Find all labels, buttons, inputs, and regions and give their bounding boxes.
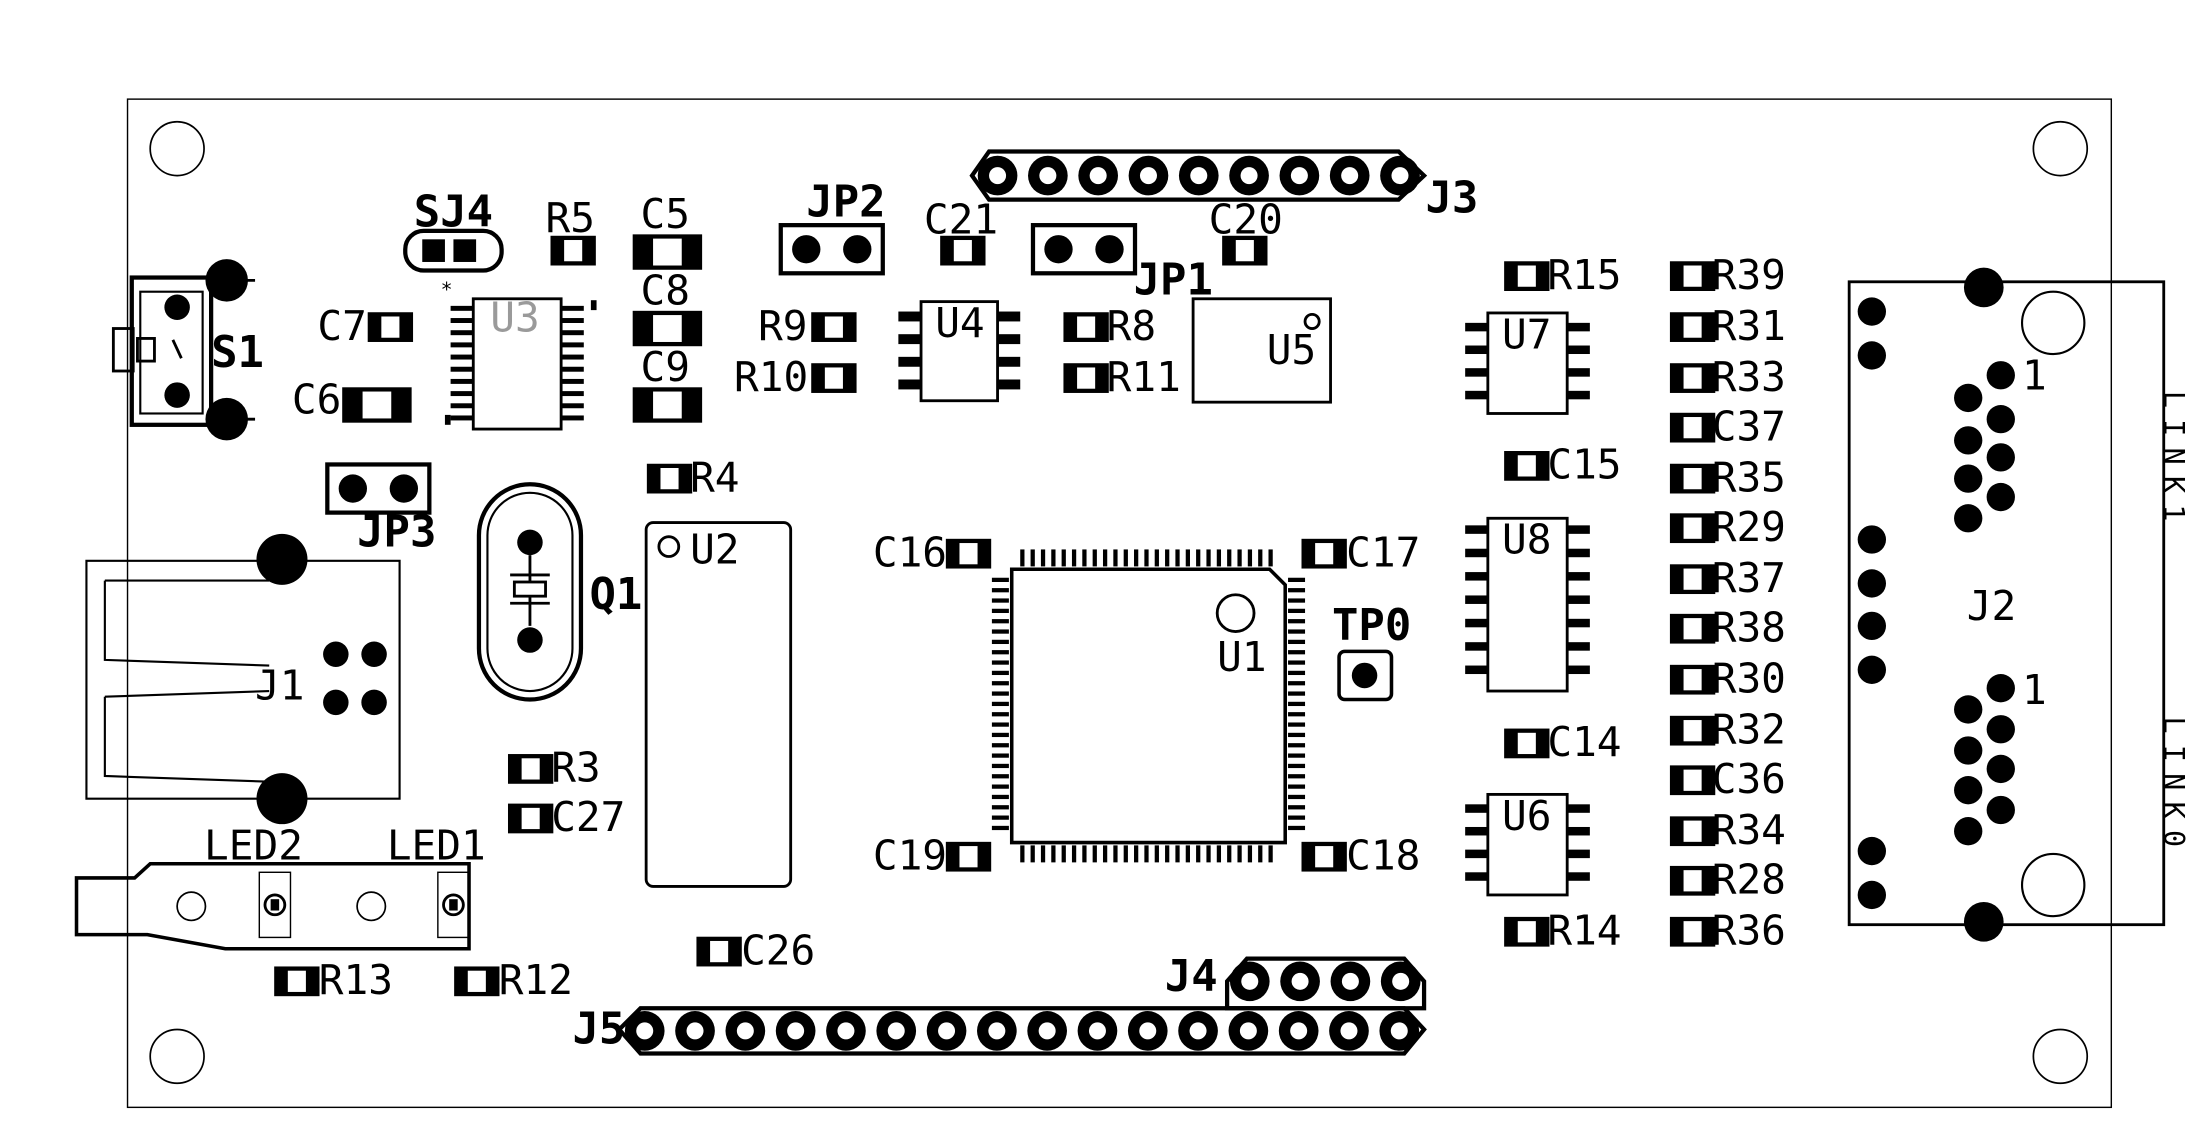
label-u3: U3: [490, 293, 539, 341]
j4-header: [1224, 956, 1427, 1011]
label-c5: C5: [640, 190, 689, 238]
label-u6: U6: [1502, 792, 1551, 840]
label-r10: R10: [734, 353, 808, 401]
s1-switch: [111, 259, 256, 441]
label-led2: LED2: [204, 822, 303, 870]
label-u2: U2: [690, 526, 739, 574]
label-led1: LED1: [387, 822, 486, 870]
label-r34: R34: [1712, 806, 1786, 854]
label-r28: R28: [1712, 856, 1786, 904]
mounting-hole-tr: [2032, 120, 2089, 177]
label-r9: R9: [758, 302, 807, 350]
label-c20: C20: [1209, 196, 1283, 244]
label-jp1: JP1: [1134, 255, 1213, 306]
label-link0: LINK0: [2157, 717, 2190, 859]
label-r14: R14: [1547, 907, 1621, 955]
j2-connector: [1847, 267, 2166, 942]
mounting-hole-bl: [149, 1028, 205, 1085]
label-r12: R12: [499, 956, 573, 1004]
label-j2: J2: [1967, 582, 2016, 630]
label-r5: R5: [546, 194, 595, 242]
sj4-jumper: *: [403, 228, 504, 301]
label-c26: C26: [741, 926, 815, 974]
label-c8: C8: [640, 266, 689, 314]
mounting-hole-br: [2032, 1028, 2089, 1085]
jp2-jumper: [778, 223, 885, 276]
label-r13: R13: [319, 956, 393, 1004]
j1-usb-connector: [85, 533, 401, 825]
label-c7: C7: [317, 302, 366, 350]
label-s1: S1: [211, 327, 264, 378]
label-q1: Q1: [589, 569, 642, 620]
label-u8: U8: [1502, 516, 1551, 564]
u2-module: [644, 521, 793, 888]
label-r11: R11: [1107, 353, 1181, 401]
label-j4: J4: [1165, 951, 1218, 1002]
jp3-jumper: [325, 462, 432, 515]
label-c18: C18: [1346, 831, 1420, 879]
u7-chip: [1465, 311, 1590, 415]
label-r38: R38: [1712, 603, 1786, 651]
label-c17: C17: [1346, 528, 1420, 576]
label-j2-pin1-a: 1: [2022, 351, 2047, 399]
label-c37: C37: [1712, 402, 1786, 450]
label-sj4: SJ4: [414, 187, 493, 238]
label-c21: C21: [924, 196, 998, 244]
mounting-hole-tl: [149, 120, 205, 177]
label-r35: R35: [1712, 453, 1786, 501]
q1-crystal: [476, 482, 584, 702]
label-c6: C6: [292, 375, 341, 423]
u4-chip: [898, 300, 1021, 403]
label-r37: R37: [1712, 554, 1786, 602]
label-c27: C27: [551, 793, 625, 841]
j3-header: [969, 149, 1428, 202]
label-j5: J5: [572, 1004, 625, 1055]
label-r30: R30: [1712, 654, 1786, 702]
label-r3: R3: [551, 744, 600, 792]
label-j2-pin1-b: 1: [2022, 666, 2047, 714]
label-c16: C16: [873, 528, 947, 576]
label-u7: U7: [1502, 310, 1551, 358]
label-link1: LINK1: [2157, 391, 2190, 533]
j5-header: [616, 1006, 1427, 1056]
jp1-jumper: [1030, 223, 1138, 276]
label-r33: R33: [1712, 353, 1786, 401]
label-u1: U1: [1217, 633, 1266, 681]
tp0-testpoint: [1337, 649, 1394, 702]
svg-text:*: *: [441, 278, 453, 301]
label-r31: R31: [1712, 302, 1786, 350]
label-c14: C14: [1547, 718, 1621, 766]
label-u5: U5: [1267, 326, 1316, 374]
label-r4: R4: [690, 453, 739, 501]
label-r15: R15: [1547, 251, 1621, 299]
led-bar: [74, 862, 471, 951]
label-j1: J1: [255, 662, 304, 710]
label-jp2: JP2: [806, 177, 885, 228]
label-jp3: JP3: [357, 507, 436, 558]
label-tp0: TP0: [1332, 600, 1411, 651]
label-c19: C19: [873, 831, 947, 879]
label-r32: R32: [1712, 705, 1786, 753]
u8-chip: [1465, 516, 1590, 693]
u6-chip: [1465, 792, 1590, 897]
label-r36: R36: [1712, 907, 1786, 955]
label-c9: C9: [640, 343, 689, 391]
label-r8: R8: [1107, 302, 1156, 350]
u3-chip: [444, 297, 597, 431]
board-outline: [126, 98, 2113, 1109]
label-u4: U4: [935, 299, 984, 347]
u5-module: [1191, 297, 1332, 404]
label-c36: C36: [1712, 755, 1786, 803]
label-r39: R39: [1712, 251, 1786, 299]
label-j3: J3: [1425, 172, 1478, 223]
smd-parts: [274, 234, 1716, 997]
label-r29: R29: [1712, 503, 1786, 551]
u1-qfp: [991, 549, 1306, 863]
label-c15: C15: [1547, 441, 1621, 489]
